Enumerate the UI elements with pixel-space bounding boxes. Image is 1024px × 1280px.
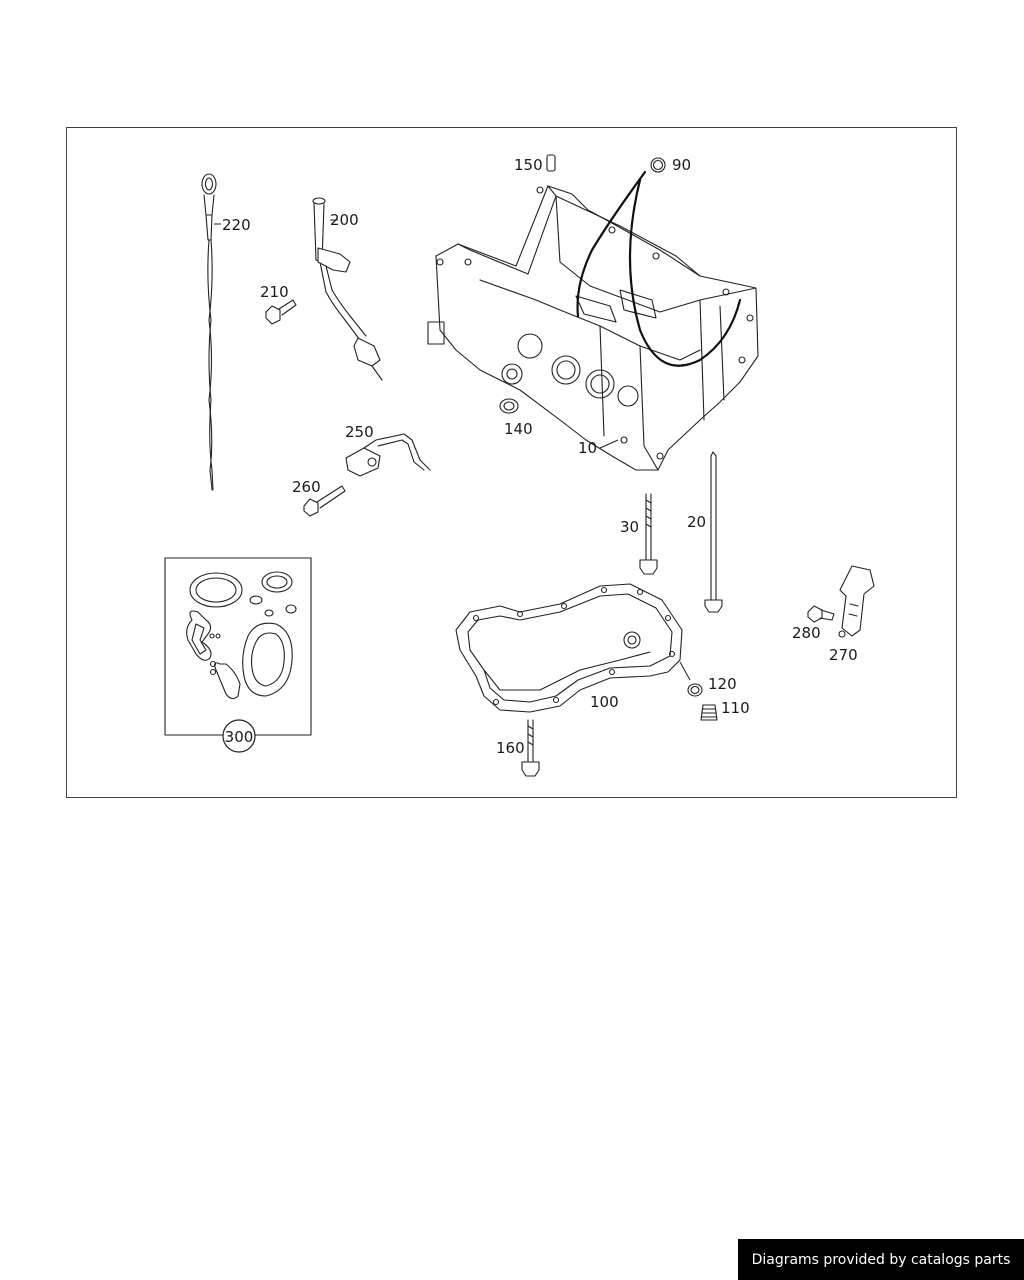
part-120-seal-ring xyxy=(687,683,703,697)
callout-200: 200 xyxy=(330,211,359,229)
part-10-crankcase xyxy=(427,185,759,471)
callout-250: 250 xyxy=(345,423,374,441)
callout-10: 10 xyxy=(578,439,597,457)
part-150-pin xyxy=(546,154,556,172)
part-270-bracket xyxy=(838,565,875,638)
callout-220: 220 xyxy=(222,216,251,234)
callout-210: 210 xyxy=(260,283,289,301)
part-280-screw xyxy=(807,605,835,623)
callout-100: 100 xyxy=(590,693,619,711)
footer-credit: Diagrams provided by catalogs parts xyxy=(738,1239,1024,1280)
callout-150: 150 xyxy=(514,156,543,174)
callout-120: 120 xyxy=(708,675,737,693)
part-110-drain-plug xyxy=(700,704,718,721)
callout-160: 160 xyxy=(496,739,525,757)
part-210-screw xyxy=(265,299,297,325)
part-90-o-ring xyxy=(650,157,666,173)
part-160-bolt xyxy=(521,719,540,777)
callout-270: 270 xyxy=(829,646,858,664)
part-30-bolt xyxy=(639,493,658,575)
callout-140: 140 xyxy=(504,420,533,438)
part-260-screw xyxy=(303,485,346,517)
callout-260: 260 xyxy=(292,478,321,496)
callout-90: 90 xyxy=(672,156,691,174)
callout-20: 20 xyxy=(687,513,706,531)
callout-280: 280 xyxy=(792,624,821,642)
callout-110: 110 xyxy=(721,699,750,717)
part-100-oil-pan xyxy=(455,583,683,713)
callout-30: 30 xyxy=(620,518,639,536)
part-20-bolt xyxy=(704,451,723,613)
diagram-frame xyxy=(66,127,957,798)
callout-300: 300 xyxy=(225,728,254,746)
part-140-seal-ring xyxy=(499,398,519,414)
part-220-dipstick xyxy=(201,173,217,491)
part-300-gasket-kit xyxy=(164,557,312,753)
part-200-guide-tube xyxy=(312,197,383,381)
part-250-sensor xyxy=(345,433,431,477)
